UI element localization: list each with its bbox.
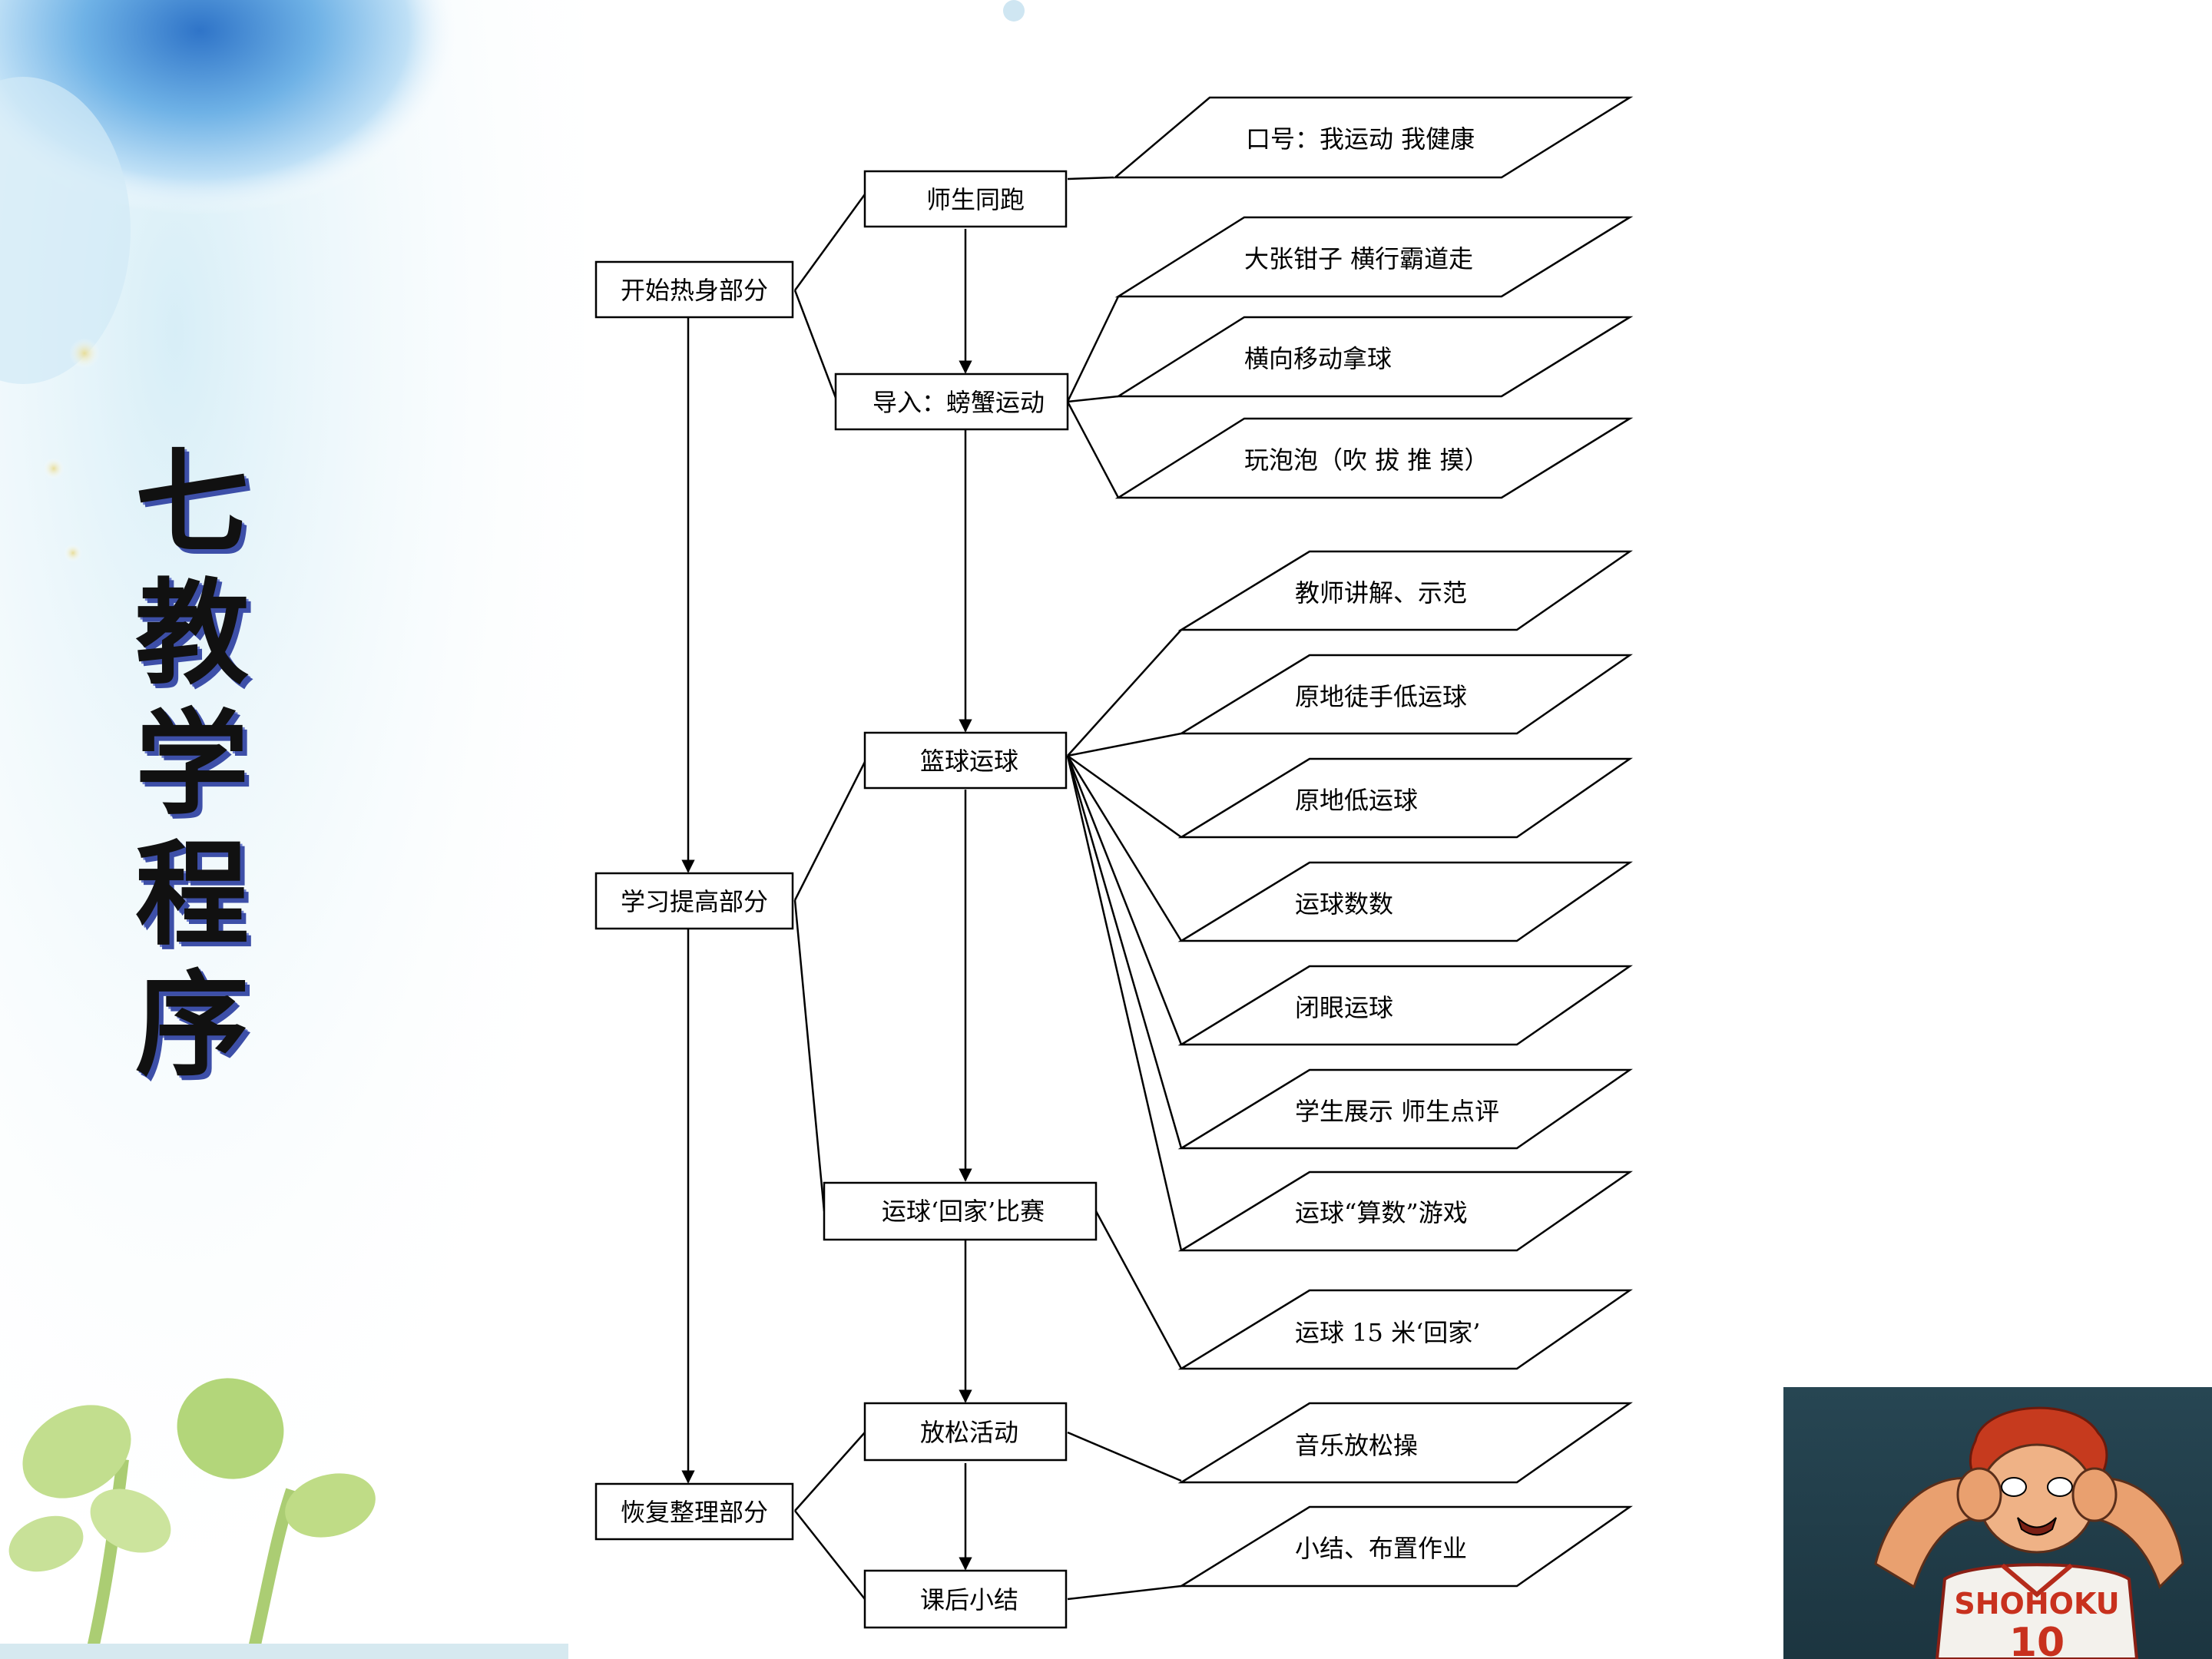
step-dribble-label: 篮球运球	[920, 747, 1018, 776]
section-learn: 学习提高部分	[594, 872, 794, 930]
step-run: 师生同跑	[863, 170, 1068, 228]
detail-crab-walk: 大张钳子 横行霸道走	[1114, 216, 1634, 298]
detail-low-dribble: 原地低运球	[1177, 757, 1633, 839]
section-recover: 恢复整理部分	[594, 1482, 794, 1541]
detail-count-dribble: 运球数数	[1177, 861, 1633, 942]
title-char: 七	[135, 437, 249, 569]
detail-eyes-closed-label: 闭眼运球	[1295, 993, 1393, 1022]
step-summary-label: 课后小结	[920, 1585, 1018, 1614]
detail-bubbles: 玩泡泡（吹 拔 推 摸）	[1114, 417, 1634, 499]
step-summary: 课后小结	[863, 1569, 1068, 1629]
detail-showcase-label: 学生展示 师生点评	[1295, 1097, 1499, 1126]
detail-homework-label: 小结、布置作业	[1295, 1534, 1467, 1563]
detail-bubbles-label: 玩泡泡（吹 拔 推 摸）	[1244, 445, 1489, 475]
detail-low-dribble-label: 原地低运球	[1295, 786, 1418, 815]
detail-homework: 小结、布置作业	[1177, 1505, 1633, 1588]
detail-bare-hand-label: 原地徒手低运球	[1295, 682, 1467, 711]
section-learn-label: 学习提高部分	[621, 887, 768, 916]
detail-showcase: 学生展示 师生点评	[1177, 1068, 1633, 1150]
step-run-label: 师生同跑	[926, 185, 1025, 214]
title-char: 教	[135, 568, 249, 700]
detail-crab-walk-label: 大张钳子 横行霸道走	[1244, 244, 1473, 273]
detail-slogan: 口号：我运动 我健康	[1112, 96, 1634, 179]
detail-teacher-demo: 教师讲解、示范	[1177, 550, 1633, 631]
cartoon-basketball-player: SHOHOKU 10	[1783, 1387, 2212, 1659]
step-relax-label: 放松活动	[920, 1418, 1018, 1447]
section-warmup-label: 开始热身部分	[621, 276, 768, 305]
jersey-text: SHOHOKU	[1954, 1587, 2119, 1621]
step-intro-label: 导入：螃蟹运动	[873, 388, 1045, 417]
detail-slogan-label: 口号：我运动 我健康	[1246, 124, 1475, 154]
step-dribble: 篮球运球	[863, 731, 1068, 790]
detail-math-game: 运球“算数”游戏	[1177, 1171, 1633, 1252]
section-warmup: 开始热身部分	[594, 260, 794, 319]
step-relax: 放松活动	[863, 1402, 1068, 1462]
leaf-sprouts	[0, 1378, 568, 1659]
detail-lateral-ball-label: 横向移动拿球	[1244, 344, 1392, 373]
detail-lateral-ball: 横向移动拿球	[1114, 316, 1634, 398]
slide-title: 七 教 学 程 序	[123, 438, 261, 1091]
title-char: 程	[135, 829, 249, 961]
section-recover-label: 恢复整理部分	[621, 1498, 768, 1527]
title-char: 序	[135, 959, 249, 1091]
step-game: 运球‘回家’比赛	[823, 1181, 1098, 1241]
detail-math-game-label: 运球“算数”游戏	[1295, 1198, 1468, 1227]
detail-music-relax: 音乐放松操	[1177, 1402, 1633, 1484]
detail-home-15m-label: 运球 15 米‘回家’	[1295, 1318, 1480, 1347]
detail-home-15m: 运球 15 米‘回家’	[1177, 1289, 1633, 1370]
title-char: 学	[135, 698, 249, 830]
detail-bare-hand: 原地徒手低运球	[1177, 654, 1633, 735]
step-game-label: 运球‘回家’比赛	[882, 1197, 1045, 1226]
connector-lines	[681, 176, 1183, 1601]
detail-teacher-demo-label: 教师讲解、示范	[1295, 578, 1467, 608]
step-intro: 导入：螃蟹运动	[834, 373, 1069, 431]
jersey-number: 10	[2009, 1620, 2065, 1659]
detail-eyes-closed: 闭眼运球	[1177, 965, 1633, 1046]
detail-count-dribble-label: 运球数数	[1295, 889, 1393, 919]
detail-music-relax-label: 音乐放松操	[1295, 1431, 1418, 1460]
